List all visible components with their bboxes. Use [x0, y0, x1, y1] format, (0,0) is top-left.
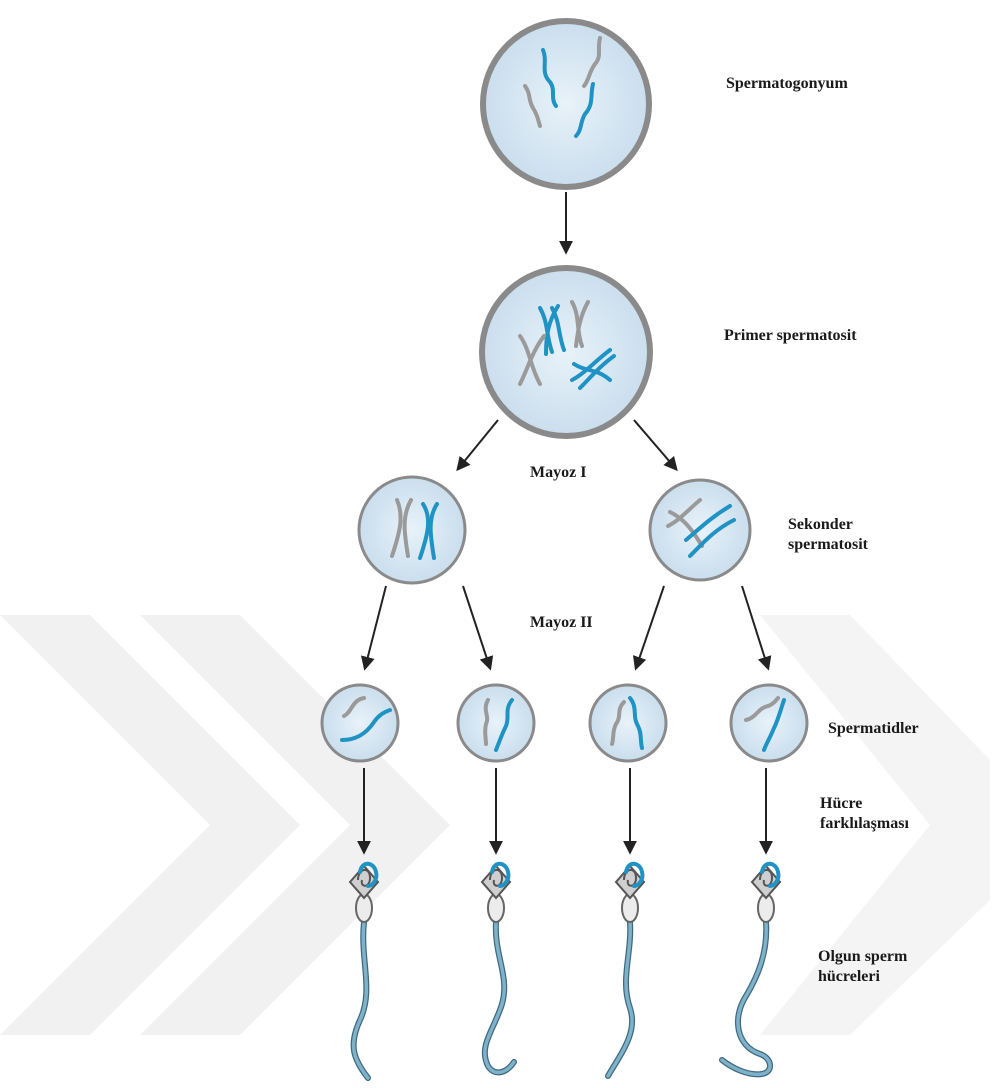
label-mature-sperm-line1: Olgun sperm — [818, 947, 907, 967]
secondary-spermatocyte-cell-right — [650, 480, 750, 580]
label-spermatids: Spermatidler — [828, 719, 919, 739]
sperm-cell-4 — [722, 864, 780, 1075]
secondary-spermatocyte-cell-left — [359, 477, 465, 583]
label-differentiation-line1: Hücre — [820, 794, 909, 814]
sperm-cell-2 — [482, 864, 514, 1073]
label-meiosis-1: Mayoz I — [530, 463, 586, 483]
sperm-cell-3 — [608, 864, 644, 1076]
label-mature-sperm-line2: hücreleri — [818, 967, 907, 987]
arrow-spermatid-4 — [742, 586, 768, 668]
label-secondary-spermatocyte: Sekonder spermatosit — [788, 515, 868, 555]
label-meiosis-2-text: Mayoz II — [530, 613, 593, 633]
label-spermatids-text: Spermatidler — [828, 719, 919, 739]
arrow-down-left — [458, 420, 498, 469]
label-spermatogonium-text: Spermatogonyum — [726, 74, 848, 94]
label-differentiation-line2: farklılaşması — [820, 814, 909, 834]
spermatid-cell-1 — [322, 685, 398, 761]
spermatogonium-cell — [483, 21, 649, 187]
label-meiosis-2: Mayoz II — [530, 613, 593, 633]
primary-spermatocyte-cell — [482, 268, 650, 436]
label-meiosis-1-text: Mayoz I — [530, 463, 586, 483]
label-mature-sperm: Olgun sperm hücreleri — [818, 947, 907, 987]
label-secondary-line1: Sekonder — [788, 515, 868, 535]
spermatid-cell-3 — [590, 685, 666, 761]
arrow-spermatid-1 — [365, 586, 386, 668]
label-secondary-line2: spermatosit — [788, 535, 868, 555]
spermatid-cell-4 — [731, 685, 807, 761]
arrow-down-right — [634, 420, 676, 469]
arrow-spermatid-3 — [636, 586, 664, 668]
arrow-spermatid-2 — [463, 586, 490, 668]
label-differentiation: Hücre farklılaşması — [820, 794, 909, 834]
label-primary-spermatocyte-text: Primer spermatosit — [724, 326, 857, 346]
label-primary-spermatocyte: Primer spermatosit — [724, 326, 857, 346]
label-spermatogonium: Spermatogonyum — [726, 74, 848, 94]
spermatid-cell-2 — [458, 685, 534, 761]
